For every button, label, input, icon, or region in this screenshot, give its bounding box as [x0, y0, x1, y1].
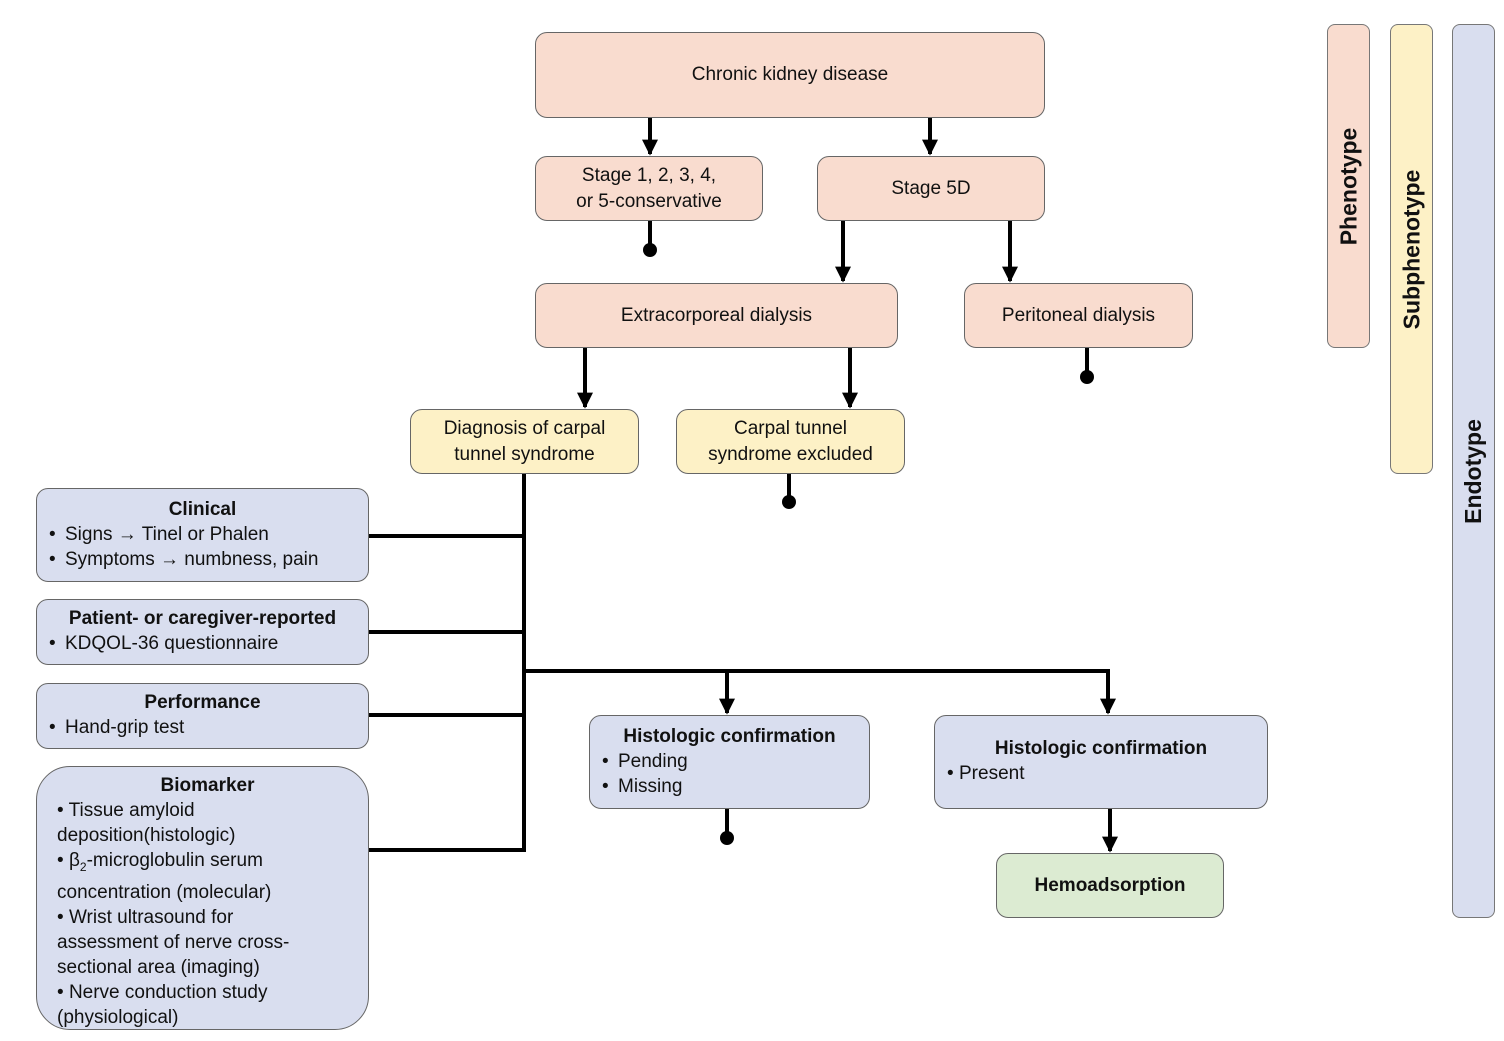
histo-present-title: Histologic confirmation [994, 738, 1208, 759]
histo-item-missing: Missing [618, 776, 683, 797]
bullet-marker: • [57, 906, 64, 928]
histo-pending-title: Histologic confirmation [623, 726, 836, 747]
stage-conservative-line1: Stage 1, 2, 3, 4, [581, 164, 717, 186]
terminal-dot-peritoneal [1080, 370, 1094, 384]
subphenotype-bar: Subphenotype [1390, 24, 1433, 474]
bullet-marker: • [947, 763, 954, 784]
bullet-marker: • [57, 800, 64, 821]
biomarker-item-b2m: • β2-microglobulin serum concentration (… [57, 848, 358, 905]
performance-title: Performance [144, 692, 261, 713]
ckd-label: Chronic kidney disease [691, 64, 889, 85]
bullet-marker: • [49, 524, 56, 545]
list-item: • Signs → Tinel or Phalen [49, 522, 356, 547]
cts-excluded-line2: syndrome excluded [708, 443, 873, 465]
patient-reported-box: Patient- or caregiver-reported • KDQOL-3… [36, 599, 369, 665]
bullet-marker: • [57, 981, 64, 1003]
bullet-marker: • [49, 717, 56, 738]
terminal-dot-cts-excluded [782, 495, 796, 509]
list-item: • Missing [602, 774, 857, 799]
biomarker-item-nerve-conduction: • Nerve conduction study (physiological) [57, 980, 358, 1030]
biomarker-item-amyloid: • Tissue amyloid deposition(histologic) [57, 798, 358, 848]
peritoneal-label: Peritoneal dialysis [1001, 304, 1156, 326]
clinical-item-signs: Signs → Tinel or Phalen [65, 524, 269, 545]
stage-conservative-line2: or 5-conservative [576, 190, 722, 212]
biomarker-nerve-line2: (physiological) [57, 1006, 179, 1028]
biomarker-b2m-line1: -microglobulin serum [86, 850, 263, 871]
terminal-dot-stage-conservative [643, 243, 657, 257]
bullet-marker: • [602, 776, 609, 797]
biomarker-item-ultrasound: • Wrist ultrasound for assessment of ner… [57, 905, 358, 980]
clinical-box: Clinical • Signs → Tinel or Phalen • Sym… [36, 488, 369, 582]
biomarker-ultrasound-line1: Wrist ultrasound for [68, 906, 234, 928]
list-item: • Hand-grip test [49, 715, 356, 740]
histo-item-pending: Pending [618, 751, 688, 772]
cts-diagnosis-node: Diagnosis of carpal tunnel syndrome [410, 409, 639, 474]
list-item: • Present [947, 761, 1255, 786]
bullet-marker: • [602, 751, 609, 772]
hemoadsorption-node: Hemoadsorption [996, 853, 1224, 918]
clinical-title: Clinical [168, 499, 237, 520]
extracorporeal-node: Extracorporeal dialysis [535, 283, 898, 348]
subphenotype-bar-label: Subphenotype [1398, 169, 1425, 329]
histo-present-box: Histologic confirmation • Present [934, 715, 1268, 809]
cts-excluded-line1: Carpal tunnel [733, 417, 848, 439]
cts-diagnosis-line2: tunnel syndrome [454, 443, 595, 465]
cts-diagnosis-line1: Diagnosis of carpal [443, 417, 606, 439]
biomarker-ultrasound-line3: sectional area (imaging) [57, 956, 260, 978]
endotype-bar: Endotype [1452, 24, 1495, 918]
patient-reported-title: Patient- or caregiver-reported [68, 608, 337, 629]
clinical-item-symptoms: Symptoms → numbness, pain [65, 549, 319, 570]
bullet-marker: • [49, 633, 56, 654]
biomarker-ultrasound-line2: assessment of nerve cross- [57, 931, 290, 953]
stage-5d-node: Stage 5D [817, 156, 1045, 221]
beta-subscript: 2 [79, 859, 87, 874]
biomarker-amyloid-line1: Tissue amyloid [68, 800, 195, 821]
list-item: • KDQOL-36 questionnaire [49, 631, 356, 656]
endotype-bar-label: Endotype [1460, 418, 1486, 524]
beta-symbol: β [68, 850, 80, 871]
stage-5d-label: Stage 5D [891, 177, 971, 199]
histo-item-present: Present [959, 763, 1025, 784]
histo-pending-box: Histologic confirmation • Pending • Miss… [589, 715, 870, 809]
terminal-dot-histo-pending [720, 831, 734, 845]
bullet-marker: • [49, 549, 56, 570]
ckd-node: Chronic kidney disease [535, 32, 1045, 118]
biomarker-box: Biomarker • Tissue amyloid deposition(hi… [36, 766, 369, 1030]
biomarker-title: Biomarker [160, 775, 255, 796]
stage-conservative-node: Stage 1, 2, 3, 4, or 5-conservative [535, 156, 763, 221]
phenotype-bar-label: Phenotype [1335, 127, 1362, 245]
phenotype-bar: Phenotype [1327, 24, 1370, 348]
list-item: • Symptoms → numbness, pain [49, 547, 356, 572]
biomarker-nerve-line1: Nerve conduction study [68, 981, 268, 1003]
peritoneal-node: Peritoneal dialysis [964, 283, 1193, 348]
biomarker-b2m-line2: concentration (molecular) [57, 881, 272, 903]
extracorporeal-label: Extracorporeal dialysis [620, 304, 813, 326]
list-item: • Pending [602, 749, 857, 774]
patient-reported-item-kdqol: KDQOL-36 questionnaire [65, 633, 279, 654]
bullet-marker: • [57, 850, 64, 871]
hemoadsorption-label: Hemoadsorption [1034, 874, 1186, 896]
biomarker-amyloid-line2: deposition(histologic) [57, 825, 236, 846]
performance-box: Performance • Hand-grip test [36, 683, 369, 749]
performance-item-handgrip: Hand-grip test [65, 717, 185, 738]
cts-excluded-node: Carpal tunnel syndrome excluded [676, 409, 905, 474]
